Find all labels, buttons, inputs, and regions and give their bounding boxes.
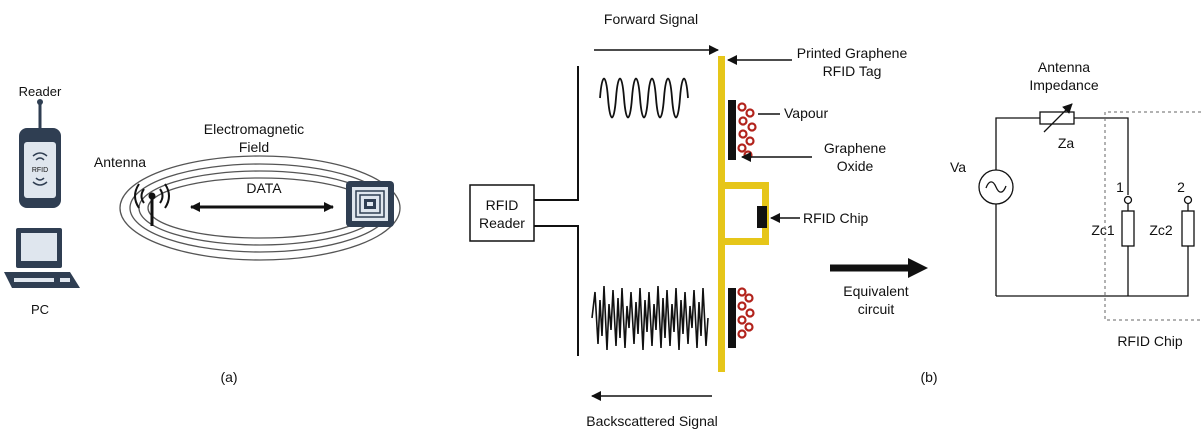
circuit-bottom-wire bbox=[996, 246, 1189, 297]
reader-label: Reader bbox=[19, 84, 62, 99]
vapour-label: Vapour bbox=[784, 105, 828, 121]
zc2-label: Zc2 bbox=[1149, 222, 1173, 238]
circuit-top-wire bbox=[995, 117, 1040, 170]
equivalent-arrowhead bbox=[908, 258, 928, 278]
tag-label-line1: Printed Graphene bbox=[797, 45, 908, 61]
node2-label: 2 bbox=[1177, 179, 1185, 195]
circuit-top-wire-right bbox=[1074, 117, 1129, 195]
panel-a: Reader RFID PC bbox=[4, 84, 401, 385]
node1-terminal bbox=[1123, 195, 1133, 205]
rfid-chip-boundary bbox=[1104, 111, 1201, 321]
equivalent-line1: Equivalent bbox=[843, 283, 908, 299]
vapour-molecules-lower bbox=[737, 287, 755, 339]
circuit-chip-label: RFID Chip bbox=[1117, 333, 1183, 349]
graphene-oxide-line1: Graphene bbox=[824, 140, 886, 156]
za-label: Za bbox=[1058, 135, 1075, 151]
pc-icon bbox=[4, 228, 80, 288]
tag-label-line2: RFID Tag bbox=[823, 63, 882, 79]
graphene-oxide-line2: Oxide bbox=[837, 158, 874, 174]
chip-label: RFID Chip bbox=[803, 210, 869, 226]
forward-signal-label: Forward Signal bbox=[604, 11, 698, 27]
reader-line1: RFID bbox=[486, 197, 519, 213]
va-label: Va bbox=[950, 159, 966, 175]
rfid-chip-block bbox=[757, 206, 767, 228]
antenna-impedance-line1: Antenna bbox=[1038, 59, 1090, 75]
antenna-label: Antenna bbox=[94, 154, 146, 170]
panel-b: Forward Signal Printed Graphene RFID Tag… bbox=[469, 11, 938, 429]
reader-feed-lower bbox=[534, 225, 579, 356]
backscattered-signal-label: Backscattered Signal bbox=[586, 413, 718, 429]
forward-sine-wave bbox=[599, 77, 689, 119]
za-variable-arrow bbox=[1043, 103, 1073, 133]
backscattered-wave bbox=[591, 285, 709, 351]
equivalent-line2: circuit bbox=[858, 301, 895, 317]
reader-line2: Reader bbox=[479, 215, 525, 231]
tag-antenna-lower bbox=[728, 288, 736, 348]
node1-label: 1 bbox=[1116, 179, 1124, 195]
caption-a: (a) bbox=[220, 369, 237, 385]
data-label: DATA bbox=[246, 180, 282, 196]
reader-device-icon: RFID bbox=[19, 99, 61, 208]
zc2-resistor bbox=[1181, 210, 1195, 247]
zc1-label: Zc1 bbox=[1091, 222, 1115, 238]
caption-b: (b) bbox=[920, 369, 937, 385]
equivalent-circuit: Antenna Impedance Za Va 1 2 Zc1 Zc2 bbox=[950, 59, 1201, 349]
field-label-line2: Field bbox=[239, 139, 269, 155]
tag-antenna-upper bbox=[728, 100, 736, 160]
vapour-molecules-upper bbox=[737, 102, 757, 160]
antenna-impedance-line2: Impedance bbox=[1029, 77, 1098, 93]
node2-terminal bbox=[1183, 195, 1193, 205]
rfid-tag-icon bbox=[346, 181, 394, 227]
zc1-resistor bbox=[1121, 210, 1135, 247]
pc-label: PC bbox=[31, 302, 49, 317]
reader-feed-upper bbox=[534, 66, 579, 201]
rfid-reader-box bbox=[469, 184, 535, 242]
reader-rfid-text: RFID bbox=[32, 167, 48, 174]
za-resistor bbox=[1039, 111, 1075, 125]
antenna-icon bbox=[134, 183, 170, 226]
field-label-line1: Electromagnetic bbox=[204, 121, 304, 137]
